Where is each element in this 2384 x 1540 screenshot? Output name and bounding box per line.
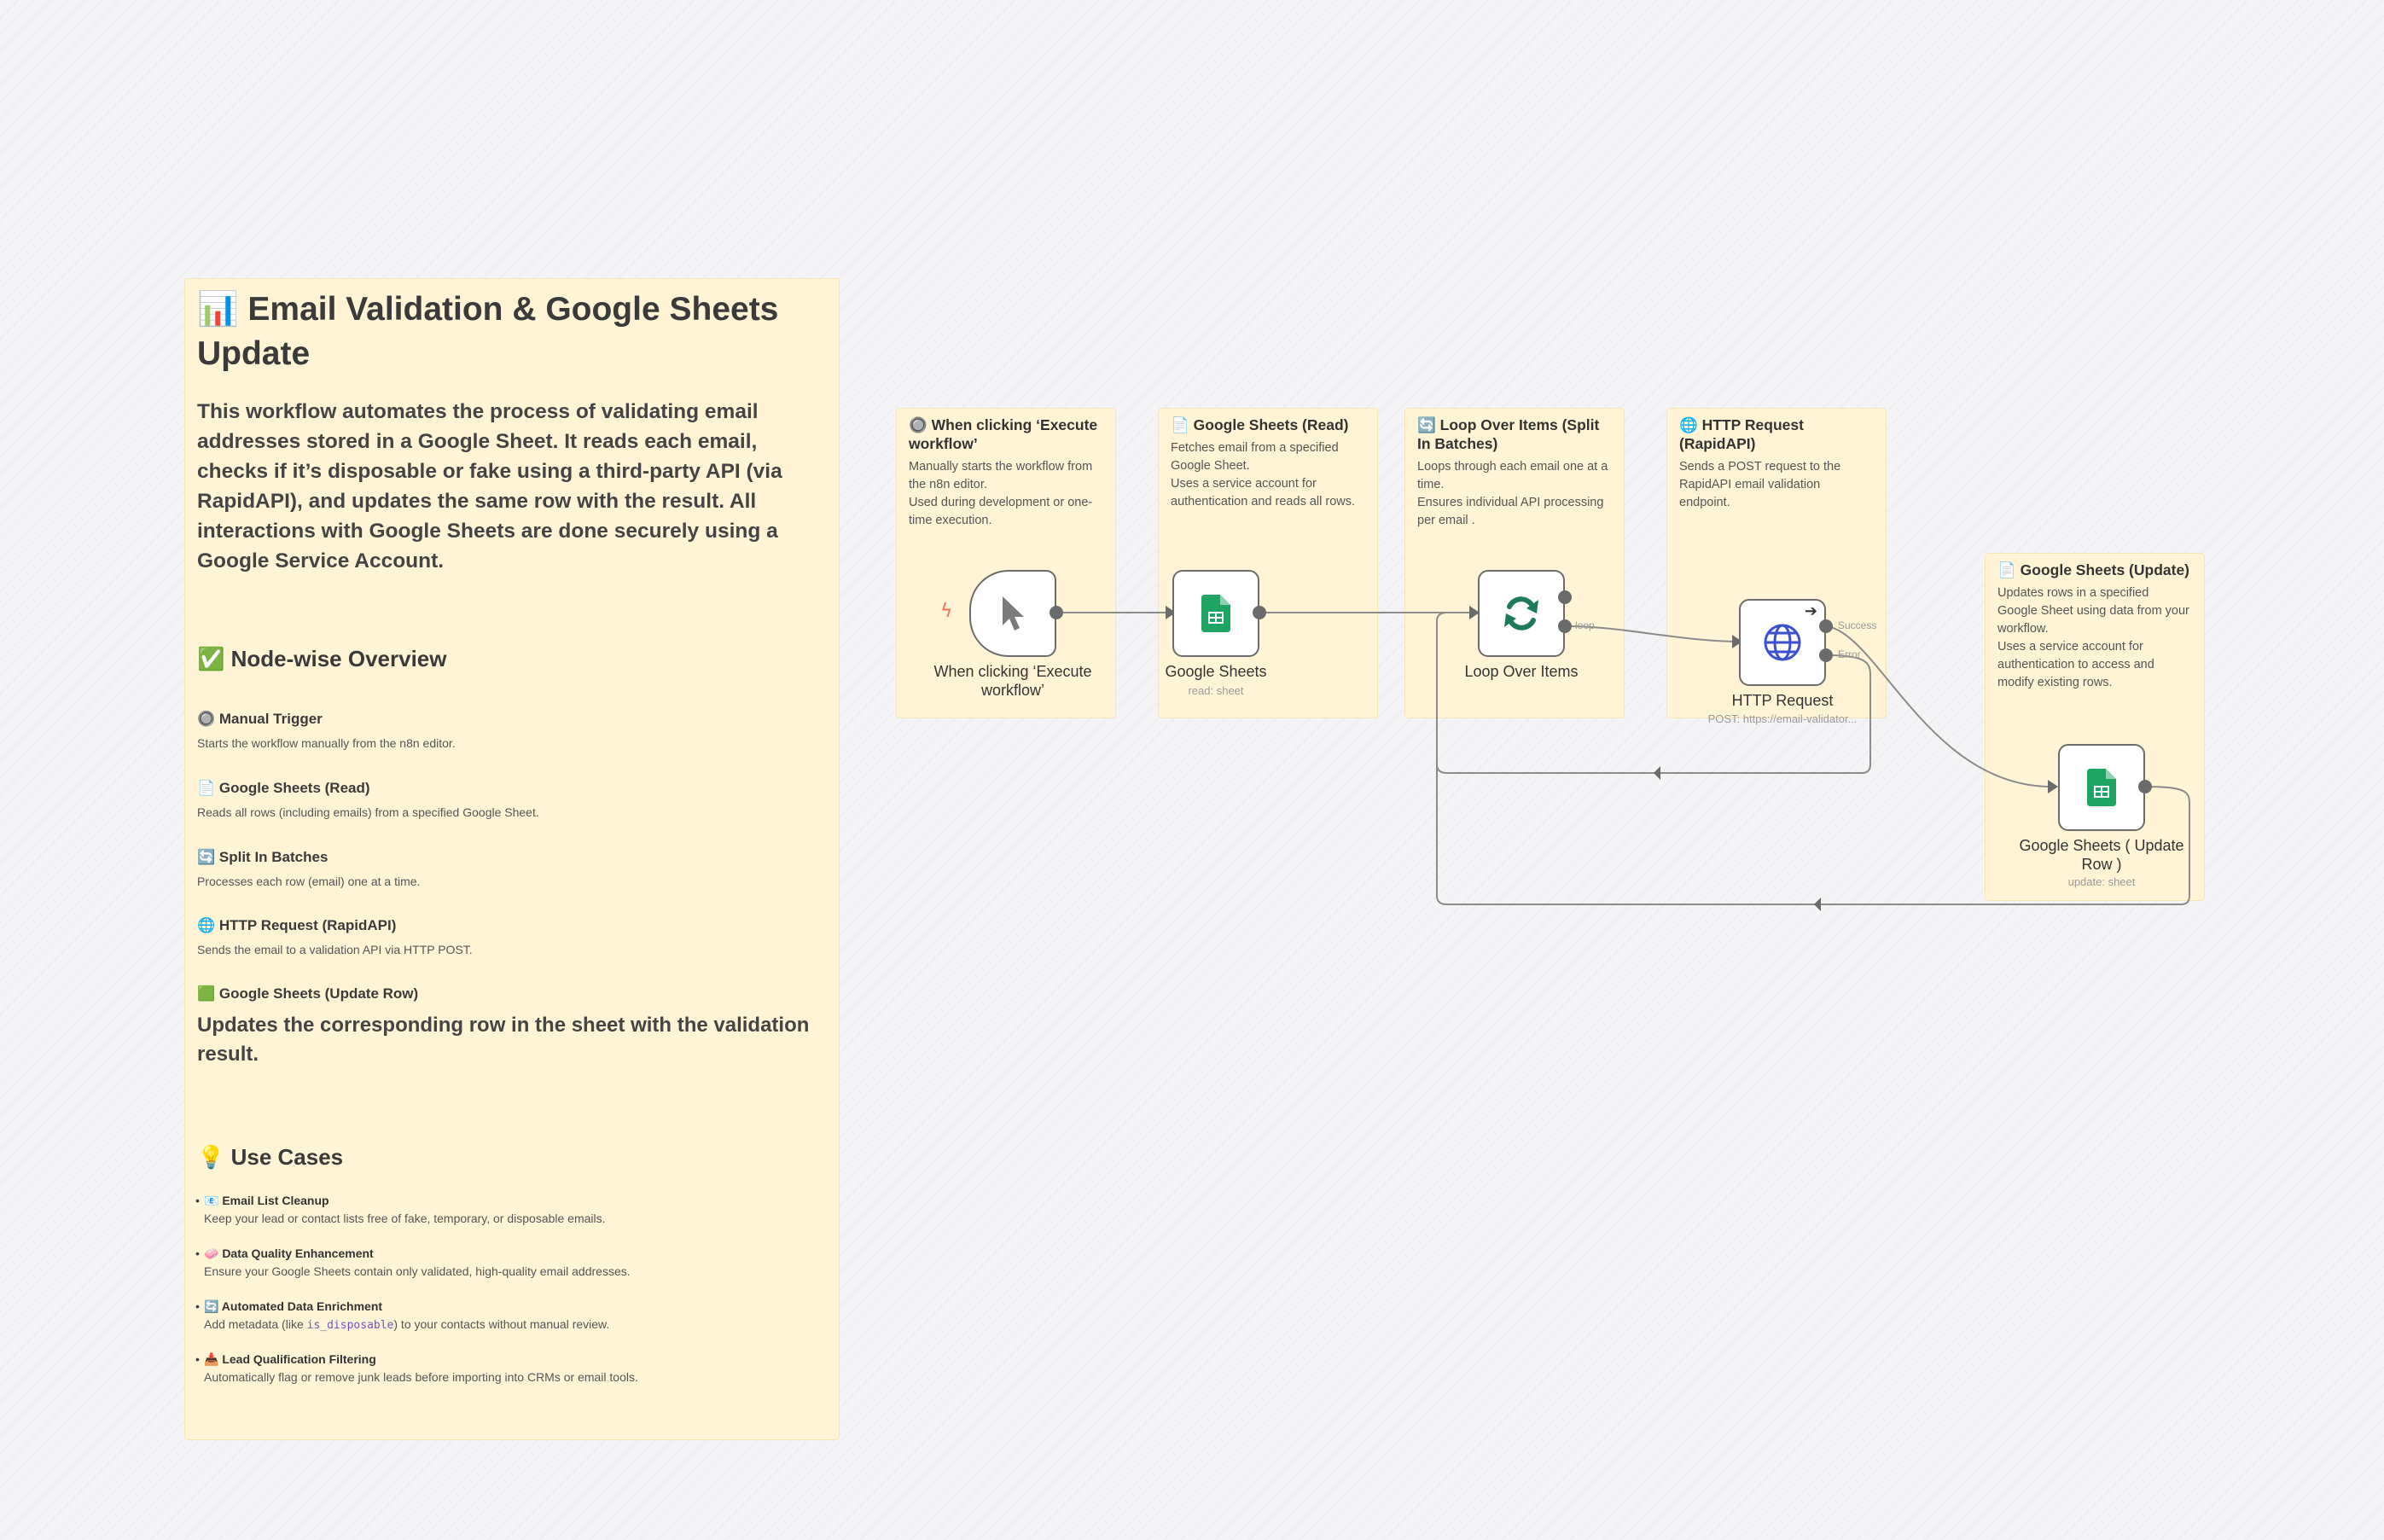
bullet: •	[195, 1352, 200, 1366]
overview-item-desc: Starts the workflow manually from the n8…	[197, 736, 456, 750]
overview-item: 🟩 Google Sheets (Update Row) Updates the…	[197, 985, 829, 1069]
connection-http-error-to-loop[interactable]	[1436, 612, 1872, 774]
sticky-desc: Fetches email from a specified Google Sh…	[1171, 441, 1356, 508]
use-case-desc-post: ) to your contacts without manual review…	[393, 1317, 610, 1331]
use-cases-heading: 💡 Use Cases	[197, 1144, 344, 1170]
google-sheets-icon	[1201, 595, 1230, 632]
node-label: Google Sheets ( Update Row )	[2019, 837, 2184, 873]
sticky-desc: Sends a POST request to the RapidAPI ema…	[1679, 460, 1841, 509]
node-manual-trigger[interactable]	[969, 570, 1056, 657]
loop-output-handle[interactable]	[1558, 619, 1572, 633]
sticky-title: 🔄 Loop Over Items (Split In Batches)	[1417, 416, 1600, 452]
overview-item-title: 🔄 Split In Batches	[197, 849, 329, 865]
refresh-icon	[1504, 596, 1538, 631]
overview-item: 🌐 HTTP Request (RapidAPI) Sends the emai…	[197, 917, 829, 956]
output-handle[interactable]	[1253, 606, 1266, 619]
edge-label-success: Success	[1838, 619, 1877, 631]
overview-heading: ✅ Node-wise Overview	[197, 646, 447, 671]
arrow-head	[1732, 635, 1742, 648]
sticky-note-http[interactable]: 🌐 HTTP Request (RapidAPI) Sends a POST r…	[1666, 408, 1887, 718]
use-case-desc: Add metadata (like is_disposable) to you…	[204, 1317, 609, 1332]
error-output-handle[interactable]	[1819, 648, 1833, 662]
overview-item-desc: Processes each row (email) one at a time…	[197, 875, 421, 888]
output-handle[interactable]	[1050, 606, 1063, 619]
trigger-bolt-icon: ϟ	[940, 601, 953, 622]
node-http-request[interactable]: ➔	[1739, 599, 1826, 686]
use-case-title: 📥 Lead Qualification Filtering	[204, 1352, 376, 1366]
use-case-item: • 📧 Email List Cleanup Keep your lead or…	[195, 1194, 606, 1225]
workflow-description-note[interactable]: 📊 Email Validation & Google Sheets Updat…	[184, 278, 840, 1440]
overview-item-title: 🌐 HTTP Request (RapidAPI)	[197, 917, 397, 933]
globe-icon	[1764, 624, 1801, 661]
use-case-item: • 📥 Lead Qualification Filtering Automat…	[195, 1352, 638, 1384]
use-case-title: 📧 Email List Cleanup	[204, 1194, 329, 1207]
overview-item: 🔘 Manual Trigger Starts the workflow man…	[197, 711, 829, 750]
note-title: 📊 Email Validation & Google Sheets Updat…	[197, 291, 779, 372]
edge-label-loop: loop	[1575, 619, 1595, 631]
arrow-head	[2048, 780, 2058, 793]
overview-item-title: 🟩 Google Sheets (Update Row)	[197, 985, 419, 1002]
node-subtitle: POST: https://email-validator...	[1707, 712, 1858, 725]
node-subtitle: read: sheet	[1188, 684, 1244, 697]
output-handle[interactable]	[2138, 780, 2152, 793]
sticky-note-sheets-read[interactable]: 📄 Google Sheets (Read) Fetches email fro…	[1158, 408, 1378, 718]
sticky-title: 🔘 When clicking ‘Execute workflow’	[909, 416, 1098, 452]
node-label: Google Sheets	[1165, 663, 1267, 680]
use-case-desc: Keep your lead or contact lists free of …	[204, 1212, 606, 1225]
bullet: •	[195, 1299, 200, 1313]
arrow-head	[1814, 898, 1821, 911]
edge-label-error: Error	[1838, 648, 1861, 660]
sticky-title: 🌐 HTTP Request (RapidAPI)	[1679, 416, 1804, 452]
google-sheets-icon	[2087, 769, 2116, 806]
node-google-sheets-read[interactable]	[1172, 570, 1259, 657]
sticky-desc: Loops through each email one at a time. …	[1417, 460, 1608, 527]
node-label: Loop Over Items	[1464, 663, 1579, 680]
sticky-title: 📄 Google Sheets (Read)	[1171, 416, 1349, 433]
use-case-title: 🔄 Automated Data Enrichment	[204, 1299, 383, 1313]
node-subtitle: update: sheet	[2067, 875, 2136, 888]
connection-http-success-to-update[interactable]	[1825, 625, 2052, 787]
use-case-item: • 🧼 Data Quality Enhancement Ensure your…	[195, 1247, 631, 1278]
sticky-desc: Updates rows in a specified Google Sheet…	[1997, 586, 2189, 689]
arrow-head	[1654, 766, 1660, 780]
node-loop-over-items[interactable]	[1478, 570, 1565, 657]
sticky-note-loop[interactable]: 🔄 Loop Over Items (Split In Batches) Loo…	[1404, 408, 1625, 718]
bullet: •	[195, 1194, 200, 1207]
node-label: When clicking ‘Execute workflow’	[933, 663, 1092, 699]
success-output-handle[interactable]	[1819, 619, 1833, 633]
overview-item-desc: Sends the email to a validation API via …	[197, 943, 473, 956]
sticky-desc: Manually starts the workflow from the n8…	[909, 460, 1093, 527]
overview-item: 📄 Google Sheets (Read) Reads all rows (i…	[197, 780, 829, 819]
node-google-sheets-update[interactable]	[2058, 744, 2145, 831]
connection-update-to-loop[interactable]	[1436, 621, 2191, 905]
inline-code: is_disposable	[306, 1319, 394, 1332]
overview-item-title: 🔘 Manual Trigger	[197, 711, 323, 727]
arrow-head	[1166, 606, 1176, 619]
sticky-note-sheets-update[interactable]: 📄 Google Sheets (Update) Updates rows in…	[1985, 553, 2205, 901]
use-case-item: • 🔄 Automated Data Enrichment Add metada…	[195, 1299, 609, 1332]
overview-item-title: 📄 Google Sheets (Read)	[197, 780, 370, 796]
overview-item-desc: Updates the corresponding row in the she…	[197, 1014, 810, 1066]
use-case-desc: Automatically flag or remove junk leads …	[204, 1370, 638, 1384]
sticky-title: 📄 Google Sheets (Update)	[1997, 561, 2190, 578]
send-arrow-icon: ➔	[1804, 602, 1817, 619]
note-intro: This workflow automates the process of v…	[197, 400, 782, 572]
bullet: •	[195, 1247, 200, 1260]
mouse-pointer-icon	[1003, 596, 1024, 631]
overview-item: 🔄 Split In Batches Processes each row (e…	[197, 849, 829, 888]
done-output-handle[interactable]	[1558, 590, 1572, 604]
sticky-note-trigger[interactable]: 🔘 When clicking ‘Execute workflow’ Manua…	[896, 408, 1116, 718]
use-case-desc: Ensure your Google Sheets contain only v…	[204, 1264, 631, 1278]
node-label: HTTP Request	[1731, 692, 1834, 709]
arrow-head	[1469, 606, 1480, 619]
use-case-desc-pre: Add metadata (like	[204, 1317, 307, 1331]
overview-item-desc: Reads all rows (including emails) from a…	[197, 805, 539, 819]
connection-loop-to-http[interactable]	[1566, 625, 1735, 642]
use-case-title: 🧼 Data Quality Enhancement	[204, 1247, 374, 1260]
